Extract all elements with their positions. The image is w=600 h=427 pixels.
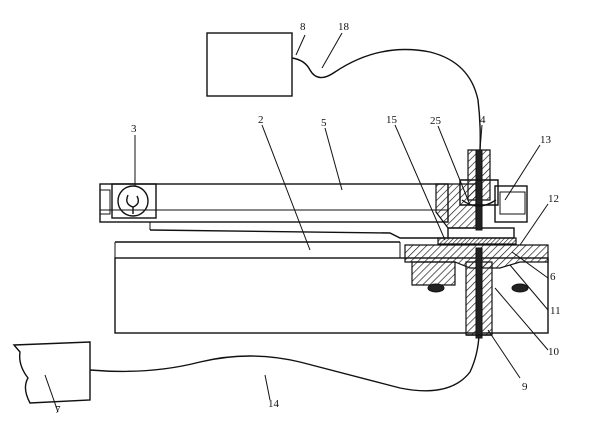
label-15: 15: [386, 114, 398, 126]
label-10: 10: [548, 346, 560, 358]
beam-5: [99, 183, 449, 223]
label-18: 18: [338, 21, 350, 33]
label-6: 6: [550, 271, 556, 283]
cable-18: [291, 48, 481, 151]
label-9: 9: [522, 381, 528, 393]
label-4: 4: [480, 114, 486, 126]
label-7: 7: [55, 404, 61, 416]
label-25: 25: [430, 115, 442, 127]
film-6: [437, 237, 517, 245]
label-11: 11: [550, 305, 561, 317]
box-8: [206, 32, 293, 97]
label-13: 13: [540, 134, 552, 146]
label-3: 3: [131, 123, 137, 135]
label-12: 12: [548, 193, 559, 205]
label-8: 8: [300, 21, 306, 33]
label-2: 2: [258, 114, 264, 126]
box-7: [12, 341, 91, 404]
clamp-3: [111, 183, 157, 219]
label-5: 5: [321, 117, 327, 129]
label-14: 14: [268, 398, 280, 410]
base-block-2: [114, 257, 549, 334]
cable-14: [89, 334, 480, 392]
